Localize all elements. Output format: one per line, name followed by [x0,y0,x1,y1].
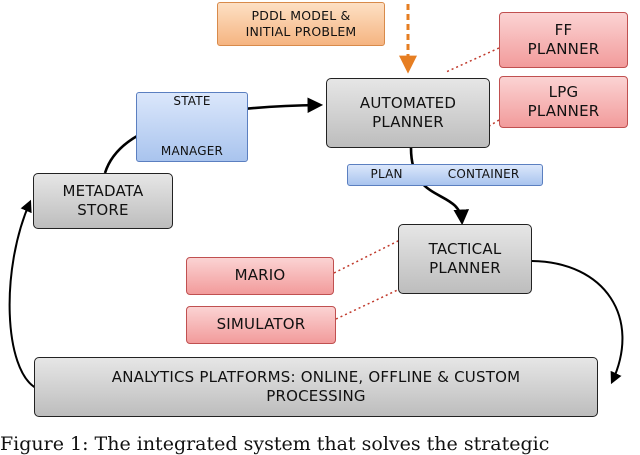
pddl-line-1: PDDL MODEL & [251,7,351,23]
lpg-planner-line-2: PLANNER [527,102,600,120]
arrow-analytics-to-metadata [8,199,37,389]
lpg-planner-line-1: LPG [548,82,579,101]
automated-planner-line-2: PLANNER [372,113,444,131]
analytics-line-2: PROCESSING [266,387,366,405]
state-manager-line-2: MANAGER [160,144,224,159]
dotted-link-simulator [335,286,405,320]
simulator-node: SIMULATOR [186,306,336,344]
metadata-store-line-1: METADATA [62,181,144,200]
figure-caption: Figure 1: The integrated system that sol… [0,433,550,455]
pddl-line-2: INITIAL PROBLEM [245,24,357,39]
ff-planner-node: FF PLANNER [499,12,628,68]
analytics-line-1: ANALYTICS PLATFORMS: ONLINE, OFFLINE & C… [111,367,521,386]
analytics-platforms-node: ANALYTICS PLATFORMS: ONLINE, OFFLINE & C… [34,357,598,417]
plan-container-word-1: PLAN [370,167,403,182]
lpg-planner-node: LPG PLANNER [499,76,628,128]
metadata-store-node: METADATA STORE [33,173,173,229]
tactical-planner-node: TACTICAL PLANNER [398,224,532,294]
automated-planner-line-1: AUTOMATED [359,93,457,112]
metadata-store-line-2: STORE [77,201,129,219]
pddl-model-node: PDDL MODEL & INITIAL PROBLEM [217,2,385,46]
automated-planner-node: AUTOMATED PLANNER [326,78,490,148]
dotted-link-ff-planner [445,47,500,73]
tactical-planner-line-2: PLANNER [429,259,501,277]
state-manager-node: STATE MANAGER [136,92,248,162]
mario-label: MARIO [234,266,286,285]
state-manager-line-1: STATE [173,94,211,108]
plan-container-word-2: CONTAINER [447,167,520,182]
ff-planner-line-2: PLANNER [527,40,600,58]
simulator-label: SIMULATOR [216,315,306,334]
arrow-tactical-to-analytics [531,260,624,385]
mario-node: MARIO [186,257,334,295]
plan-container-node: PLAN CONTAINER [347,164,543,186]
tactical-planner-line-1: TACTICAL [428,239,502,258]
dotted-link-mario [333,237,405,274]
ff-planner-line-1: FF [554,20,573,39]
